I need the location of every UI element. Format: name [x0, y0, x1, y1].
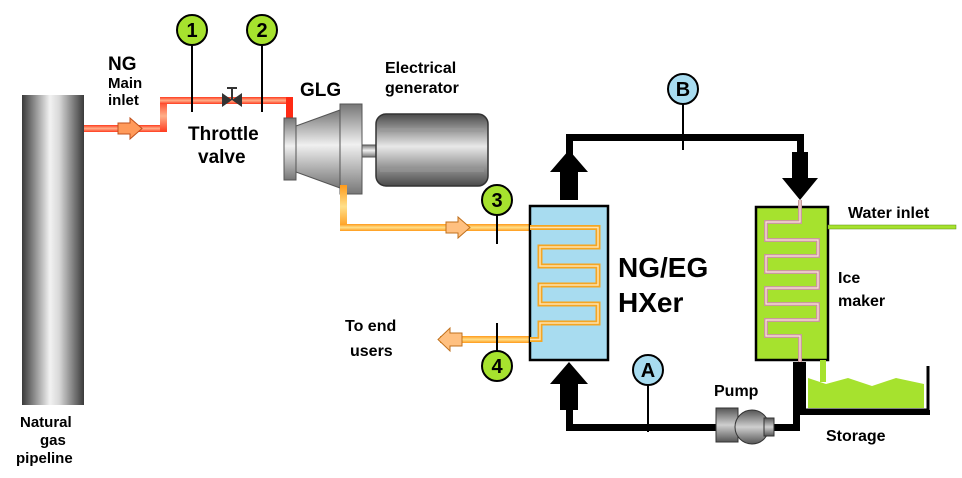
label-elec-1: Electrical — [385, 60, 456, 77]
svg-text:4: 4 — [491, 356, 503, 378]
label-throttle-1: Throttle — [188, 124, 259, 145]
flow-arrow-icon — [782, 152, 818, 200]
label-pipeline-3: pipeline — [16, 450, 73, 467]
ice-drain — [820, 360, 826, 382]
label-glg: GLG — [300, 80, 341, 101]
state-point-b: B — [667, 73, 699, 105]
label-main-2: inlet — [108, 92, 139, 109]
label-end-users-2: users — [350, 343, 393, 360]
label-ice-1: Ice — [838, 270, 860, 287]
label-main-1: Main — [108, 75, 142, 92]
flow-arrow-icon — [550, 150, 588, 200]
state-point-2: 2 — [246, 14, 278, 46]
label-end-users-1: To end — [345, 318, 396, 335]
state-point-4: 4 — [481, 350, 513, 382]
label-water-inlet: Water inlet — [848, 205, 930, 222]
hx-outlet-pipe — [440, 336, 530, 343]
ice-maker — [754, 200, 830, 366]
marker-lines — [191, 44, 684, 432]
svg-text:1: 1 — [186, 20, 197, 42]
svg-text:3: 3 — [491, 190, 502, 212]
throttle-valve-icon — [222, 87, 242, 107]
label-hx-2: HXer — [618, 287, 683, 318]
turbine-outlet-pipe — [340, 185, 530, 231]
label-pipeline-2: gas — [40, 432, 66, 449]
flow-arrow-icon — [117, 116, 143, 141]
state-point-a: A — [632, 354, 664, 386]
water-inlet-pipe — [827, 224, 957, 230]
label-pipeline-1: Natural — [20, 414, 72, 431]
label-elec-2: generator — [385, 80, 459, 97]
label-ice-2: maker — [838, 293, 885, 310]
pump-icon — [715, 407, 775, 445]
flow-arrow-icon — [445, 215, 471, 240]
label-ng: NG — [108, 54, 137, 75]
svg-text:2: 2 — [256, 20, 267, 42]
storage-tank — [798, 362, 930, 415]
turbine-icon — [283, 103, 391, 195]
svg-text:A: A — [641, 360, 655, 382]
label-pump: Pump — [714, 383, 759, 400]
svg-text:B: B — [676, 79, 690, 101]
state-point-3: 3 — [481, 184, 513, 216]
flow-arrow-icon — [437, 326, 463, 353]
label-throttle-2: valve — [198, 147, 246, 168]
label-hx-1: NG/EG — [618, 252, 708, 283]
ng-eg-heat-exchanger — [528, 204, 610, 362]
pipeline-column-icon — [22, 95, 84, 405]
label-storage: Storage — [826, 428, 886, 445]
flow-arrow-icon — [550, 362, 588, 410]
generator-icon — [375, 113, 489, 187]
state-point-1: 1 — [176, 14, 208, 46]
